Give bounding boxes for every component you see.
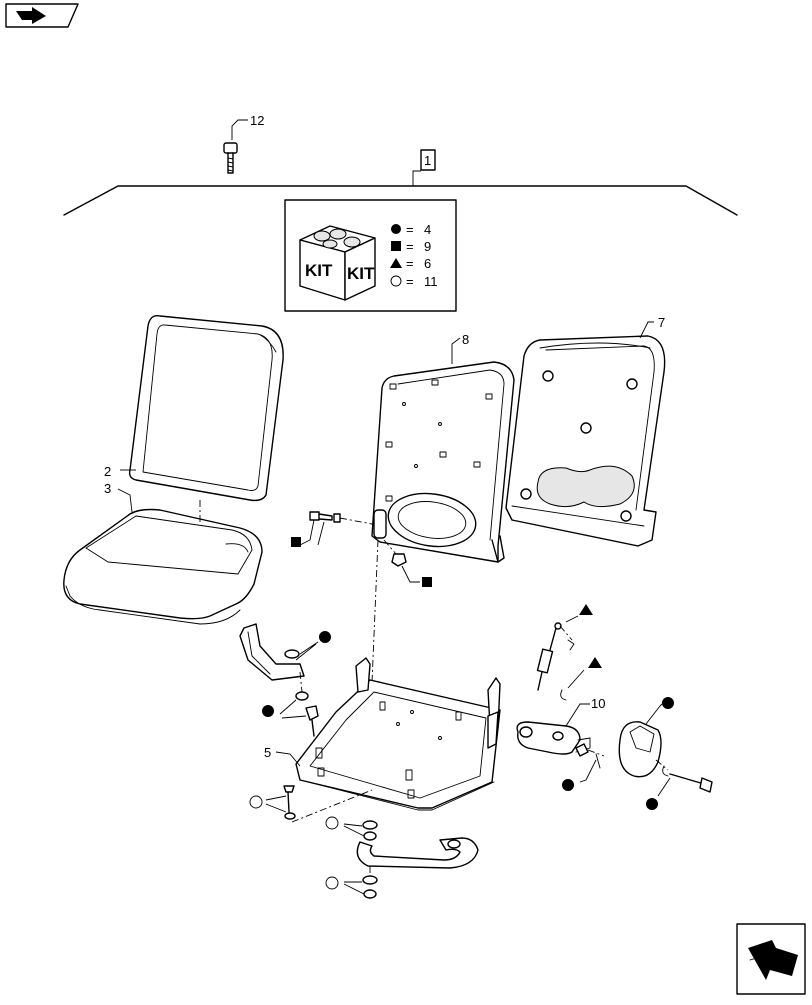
filled-circle-icon xyxy=(646,798,658,810)
callout-8: 8 xyxy=(462,332,469,347)
filled-square-icon xyxy=(291,537,301,547)
callout-3: 3 xyxy=(104,481,111,496)
kit-sign-square: = xyxy=(406,239,414,254)
leader-3 xyxy=(117,488,133,513)
callout-10: 10 xyxy=(591,696,605,711)
kit-sign-open-circle: = xyxy=(406,274,414,289)
return-arrow-icon[interactable] xyxy=(5,3,79,28)
open-circle-icon xyxy=(325,816,339,830)
next-page-arrow-icon[interactable] xyxy=(736,923,806,995)
callout-12: 12 xyxy=(250,113,264,128)
callout-1: 1 xyxy=(424,153,431,168)
plate-nut-square xyxy=(383,539,432,587)
bracket-washer-bolt xyxy=(262,671,319,737)
kit-box-icon xyxy=(299,225,376,301)
gas-spring xyxy=(536,604,602,701)
kit-label-left: KIT xyxy=(305,261,333,280)
filled-circle-icon xyxy=(662,697,674,709)
kit-count-circle: 4 xyxy=(424,222,431,237)
seat-bracket xyxy=(239,623,331,681)
callout-2: 2 xyxy=(104,464,111,479)
callout-5: 5 xyxy=(264,745,271,760)
filled-square-icon xyxy=(391,241,401,251)
frame-screw-open-circle xyxy=(249,785,373,823)
leader-5 xyxy=(275,751,301,767)
lock-housing-10 xyxy=(516,703,605,791)
plate-bolt-square xyxy=(291,511,373,547)
backrest-cushion-2 xyxy=(128,315,284,502)
kit-count-triangle: 6 xyxy=(424,256,431,271)
filled-triangle-icon xyxy=(588,657,602,668)
kit-label-right: KIT xyxy=(347,264,375,283)
filled-square-icon xyxy=(422,577,432,587)
kit-sign-triangle: = xyxy=(406,256,414,271)
filled-circle-icon xyxy=(562,779,574,791)
filled-circle-icon xyxy=(391,224,401,234)
centerline-plate-frame xyxy=(369,539,379,731)
bolt-12 xyxy=(223,119,248,174)
leader-8 xyxy=(451,337,461,364)
latch-handle xyxy=(618,697,713,810)
kit-count-open-circle: 11 xyxy=(424,274,438,289)
kit-legend: KIT KIT = 4 = 9 = 6 = 11 xyxy=(284,199,457,312)
mounting-ring xyxy=(325,816,479,869)
ring-washers-open-circle xyxy=(325,866,378,899)
filled-circle-icon xyxy=(319,631,331,643)
open-circle-icon xyxy=(325,876,339,890)
filled-triangle-icon xyxy=(390,258,402,268)
kit-sign-circle: = xyxy=(406,222,414,237)
open-circle-icon xyxy=(390,275,402,287)
seat-cushion-3 xyxy=(63,508,263,625)
kit-bracket xyxy=(63,149,738,216)
back-plate-8 xyxy=(371,361,515,563)
open-circle-icon xyxy=(249,795,263,809)
callout-7: 7 xyxy=(658,315,665,330)
filled-circle-icon xyxy=(262,705,274,717)
leader-7 xyxy=(639,321,654,339)
filled-triangle-icon xyxy=(579,604,593,615)
back-cover-7 xyxy=(505,335,666,547)
seat-frame-5 xyxy=(295,657,501,811)
kit-count-square: 9 xyxy=(424,239,431,254)
